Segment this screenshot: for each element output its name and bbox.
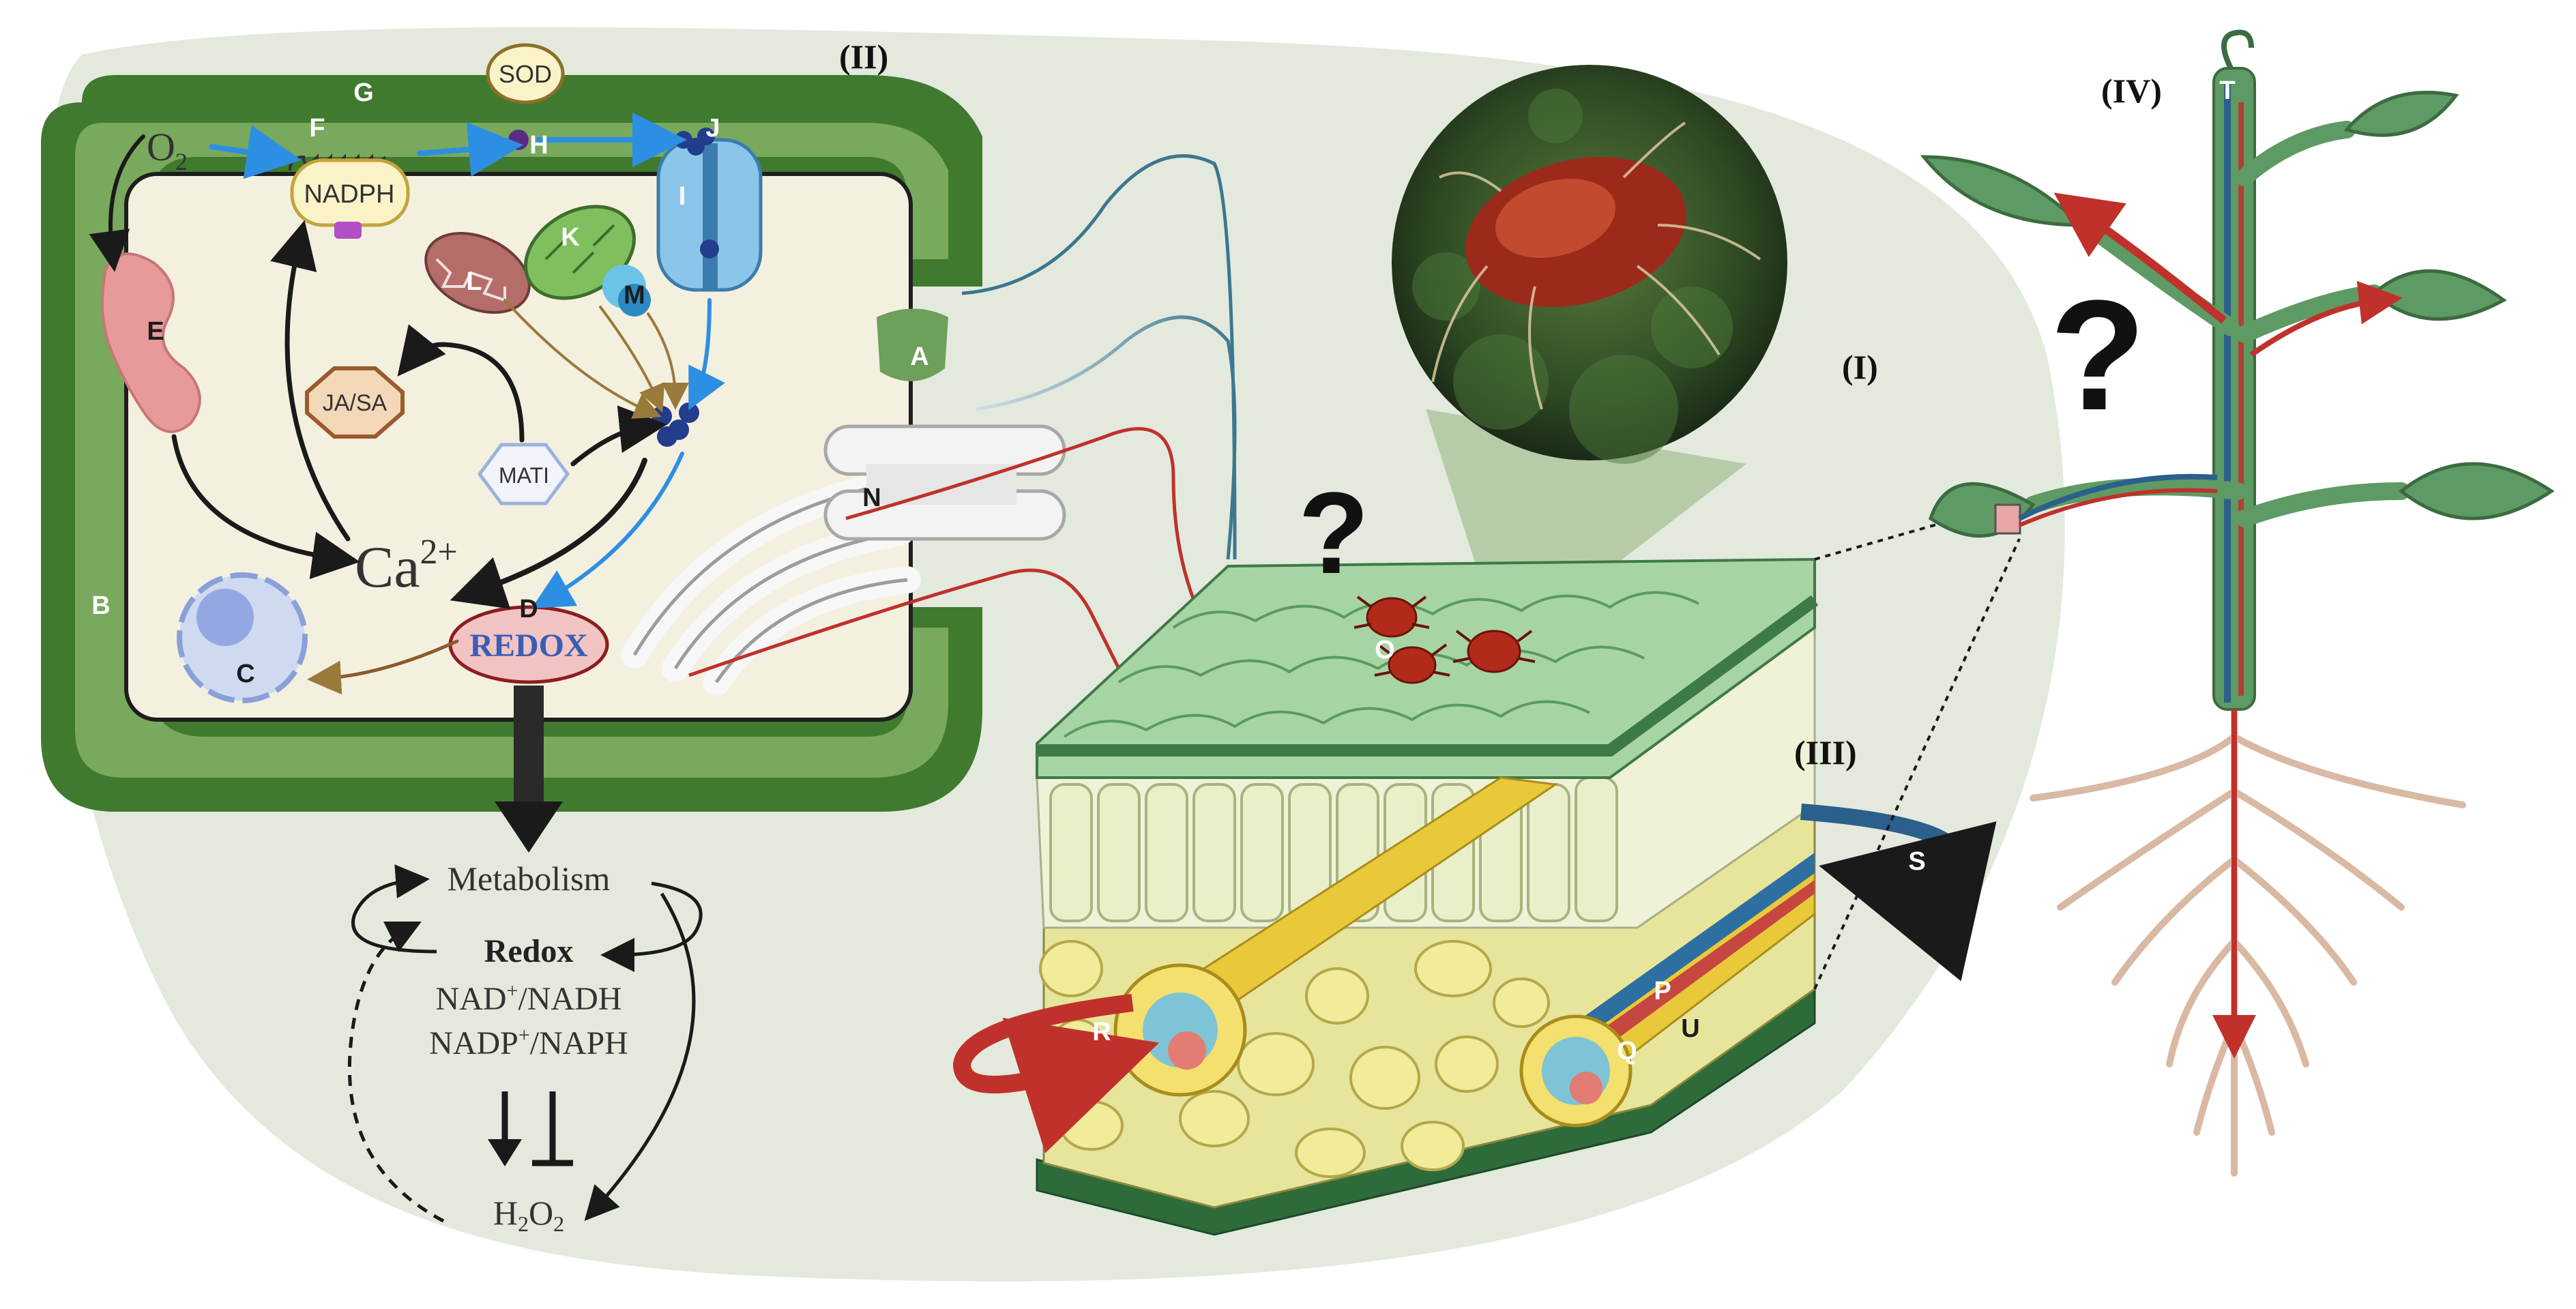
label-p: P [1654, 977, 1671, 1005]
arrow-h2o2-calcium [450, 458, 647, 609]
panel-label-iii: (III) [1794, 733, 1857, 771]
mati-label: MATI [499, 463, 549, 488]
label-o: O [1375, 636, 1395, 664]
label-d: D [519, 595, 538, 623]
superoxide-molecule [508, 130, 529, 150]
leaf-upper-left [1920, 155, 2085, 227]
redox-node: REDOX [448, 605, 609, 684]
metabolism-label: Metabolism [448, 859, 611, 898]
label-u: U [1681, 1014, 1699, 1043]
arrow-h2o2-metab-dashed [347, 922, 445, 1223]
arrow-r-systemic [952, 994, 1160, 1153]
arrow-redox-metabolism [495, 686, 563, 853]
label-s: S [1908, 847, 1925, 876]
label-r: R [1092, 1018, 1111, 1046]
redox-cycle: Metabolism Redox NAD+/NADH NADP+/NAPH H2… [347, 859, 703, 1236]
nadph-oxidase: NADPH [289, 153, 410, 239]
arrow-metab-h2o2 [584, 892, 696, 1221]
label-l: L [466, 267, 482, 296]
endoplasmic-reticulum [101, 252, 201, 433]
arrow-nadph-h [417, 122, 523, 177]
mitochondrion [424, 231, 531, 314]
ja-sa-label: JA/SA [323, 390, 387, 416]
arrow-metab-redox-loop [600, 881, 703, 972]
ja-sa-hormones: JA/SA [305, 366, 405, 439]
promote-inhibit-symbols [488, 1091, 573, 1166]
arrow-o2-er [89, 134, 145, 272]
nadp-label: NADP+/NAPH [429, 1024, 628, 1061]
plant-cell: NADPH SOD JA/SA MATI REDOX O2 [41, 43, 1066, 853]
label-f: F [309, 114, 325, 143]
roots [2030, 699, 2466, 1177]
arrow-mati-h2o2 [570, 405, 667, 467]
question-mark-leaf: ? [1298, 469, 1369, 598]
redox-cycle-label: Redox [484, 933, 574, 969]
connector-lines [688, 154, 1237, 697]
arrow-calcium-nadph [270, 220, 351, 542]
label-k: K [561, 223, 580, 252]
arrow-aquaporin-h2o2 [688, 298, 725, 411]
h2o2-label: H2O2 [493, 1194, 564, 1236]
panel-label-ii: (II) [839, 38, 888, 76]
label-j: J [705, 114, 720, 143]
label-g: G [353, 78, 374, 107]
arrow-o2-nadph [209, 125, 302, 179]
leaf-top-right [2343, 91, 2459, 137]
label-c: C [236, 660, 254, 688]
label-e: E [147, 317, 164, 346]
label-h: H [529, 131, 548, 160]
letter-labels: A B C D E F G H I J K L M N O P Q R S T … [91, 76, 2235, 1065]
redox-label: REDOX [469, 628, 588, 664]
arrow-chloro-h2o2 [599, 306, 665, 413]
arrow-plant-signal-right [2249, 280, 2403, 357]
mati-protein: MATI [477, 443, 570, 505]
calcium-label: Ca2+ [355, 533, 458, 600]
label-b: B [91, 591, 110, 620]
arrow-mati-jasa [397, 324, 525, 443]
mites-on-leaf [1366, 597, 1521, 684]
nad-label: NAD+/NADH [436, 980, 622, 1017]
label-i: I [679, 182, 686, 211]
o2-label: O2 [147, 125, 188, 175]
arrow-plant-signal-left [2053, 192, 2227, 324]
nucleus [177, 572, 308, 703]
whole-plant [1920, 29, 2555, 1177]
aquaporin-channel [656, 138, 763, 292]
arrow-h2o2-redox [531, 452, 684, 608]
arrow-s-return [1800, 804, 1997, 982]
panel-label-i: (I) [1842, 348, 1878, 386]
panel-label-iv: (IV) [2101, 72, 2162, 110]
label-m: M [624, 281, 645, 310]
leaf-lower-right [2398, 462, 2555, 520]
peroxisome [602, 265, 651, 317]
leaf-cross-section [952, 557, 1997, 1236]
spider-mite-photo [1392, 65, 1787, 600]
label-q: Q [1617, 1037, 1637, 1065]
vascular-bundle-right [1519, 853, 1816, 1128]
label-n: N [862, 484, 881, 512]
leaf-inset-marker [1994, 503, 2021, 535]
leaf-mid-right [2371, 269, 2507, 321]
arrow-er-calcium [171, 434, 360, 579]
arrow-redox-nucleus [307, 639, 459, 695]
arrow-perox-h2o2 [647, 312, 689, 410]
arrow-mito-h2o2 [503, 299, 662, 419]
label-a: A [910, 342, 928, 371]
question-mark-plant: ? [2050, 267, 2146, 443]
label-t: T [2219, 76, 2235, 105]
organelle-a-shape [877, 308, 948, 381]
sod-enzyme: SOD [486, 43, 565, 104]
nadph-label: NADPH [304, 180, 394, 209]
sod-label: SOD [499, 60, 552, 88]
